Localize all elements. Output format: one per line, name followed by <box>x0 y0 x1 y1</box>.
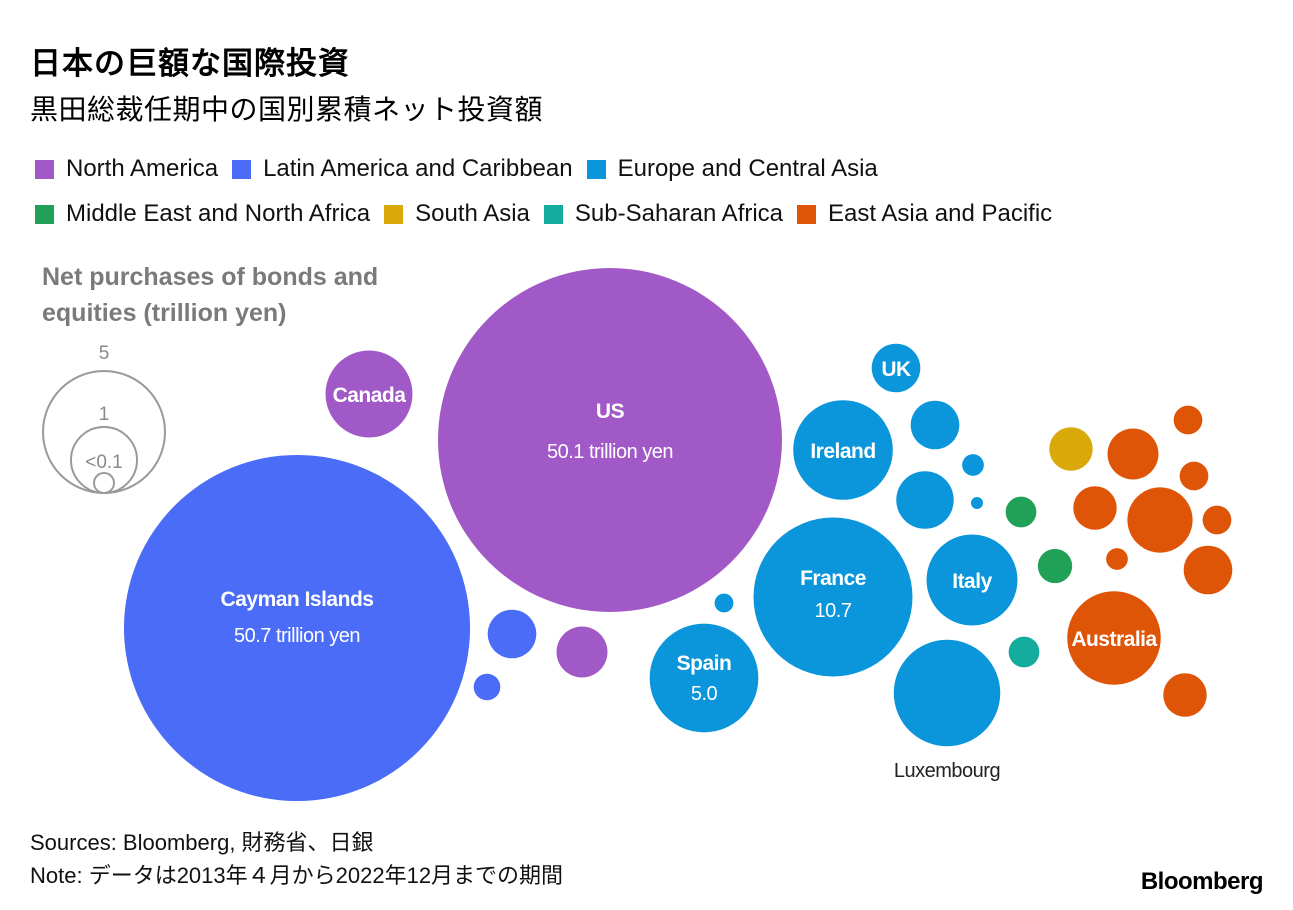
bubble-canada <box>325 350 413 438</box>
legend-swatch <box>543 204 563 224</box>
legend-label: Sub-Saharan Africa <box>574 200 784 227</box>
bubble <box>971 497 983 509</box>
bubble <box>896 471 954 529</box>
legend-label: Europe and Central Asia <box>617 155 878 182</box>
bubble-label: UK <box>881 358 911 381</box>
bubble-label: Ireland <box>810 440 875 463</box>
size-legend-title: Net purchases of bonds and equities (tri… <box>42 263 379 327</box>
bubble-spain <box>649 623 759 733</box>
bubble-label: Cayman Islands <box>221 588 374 611</box>
bubble-italy <box>926 534 1018 626</box>
legend-item: Europe and Central Asia <box>586 155 878 183</box>
bubble-label: Luxembourg <box>894 760 1000 782</box>
bubble <box>1179 461 1209 491</box>
legend-item: East Asia and Pacific <box>797 200 1052 228</box>
size-legend-circle <box>42 370 166 494</box>
bubble <box>1163 673 1207 717</box>
bubble-label: Italy <box>952 570 992 593</box>
bubble-value-label: 50.7 trillion yen <box>234 625 360 647</box>
bubble-value-label: 5.0 <box>691 683 718 705</box>
bubble-cayman-islands <box>123 454 471 802</box>
legend-swatch <box>35 159 54 179</box>
legend-item: Sub-Saharan Africa <box>543 200 784 228</box>
bubble-australia <box>1067 591 1161 685</box>
bubble-us <box>438 268 782 612</box>
bubble <box>714 593 734 613</box>
bubble-label: France <box>800 567 866 590</box>
note-text: Note: データは2013年４月から2022年12月までの期間 <box>30 863 564 888</box>
legend-label: North America <box>66 155 219 182</box>
legend-item: North America <box>35 155 218 183</box>
legend-swatch <box>35 204 54 224</box>
legend-swatch <box>797 204 817 224</box>
legend-swatch <box>384 204 404 224</box>
bubble-label: Canada <box>333 384 407 407</box>
bubble-france <box>753 517 913 677</box>
bubble <box>1049 427 1093 471</box>
bubble <box>487 609 537 659</box>
size-legend-circle <box>93 472 115 494</box>
footer: Sources: Bloomberg, 財務省、日銀 Note: データは201… <box>30 826 563 892</box>
sources-text: Sources: Bloomberg, 財務省、日銀 <box>30 830 374 855</box>
bubble-label: Australia <box>1071 628 1157 651</box>
legend-swatch <box>586 159 606 179</box>
bubble-ireland <box>793 400 893 500</box>
bubble-value-label: 50.1 trillion yen <box>547 441 673 463</box>
size-legend-label: 1 <box>99 404 110 425</box>
bubble-value-label: 10.7 <box>815 600 852 622</box>
bubble-label: Spain <box>677 652 732 675</box>
legend-label: South Asia <box>415 200 530 227</box>
bubble <box>1107 428 1159 480</box>
bubble-uk <box>871 343 921 393</box>
bubble <box>1127 487 1193 553</box>
bubble <box>1183 545 1233 595</box>
bubble <box>1202 505 1232 535</box>
bubble-luxembourg <box>893 639 1001 747</box>
legend-label: Latin America and Caribbean <box>263 155 573 182</box>
bubble-label: US <box>596 400 625 423</box>
chart-subtitle: 黒田総裁任期中の国別累積ネット投資額 <box>30 93 544 126</box>
size-legend-label: <0.1 <box>85 452 123 473</box>
legend-row-1: North America Latin America and Caribbea… <box>35 155 892 183</box>
legend-item: South Asia <box>384 200 530 228</box>
bubble <box>1073 486 1117 530</box>
chart-title: 日本の巨額な国際投資 <box>30 46 350 82</box>
bloomberg-logo: Bloomberg <box>1140 868 1264 895</box>
legend-item: Latin America and Caribbean <box>232 155 573 183</box>
legend-row-2: Middle East and North Africa South Asia … <box>35 200 1066 228</box>
bubble <box>1106 548 1128 570</box>
bubble <box>473 673 501 701</box>
bubble <box>962 454 984 476</box>
legend-label: Middle East and North Africa <box>66 200 371 227</box>
bubble <box>556 626 608 678</box>
size-legend-label: 5 <box>99 343 110 364</box>
legend-swatch <box>232 159 252 179</box>
legend-label: East Asia and Pacific <box>828 200 1053 227</box>
bubble <box>1037 548 1073 584</box>
bubble <box>910 400 960 450</box>
legend-item: Middle East and North Africa <box>35 200 370 228</box>
bubble <box>1173 405 1203 435</box>
bubble <box>1008 636 1040 668</box>
bubble <box>1005 496 1037 528</box>
